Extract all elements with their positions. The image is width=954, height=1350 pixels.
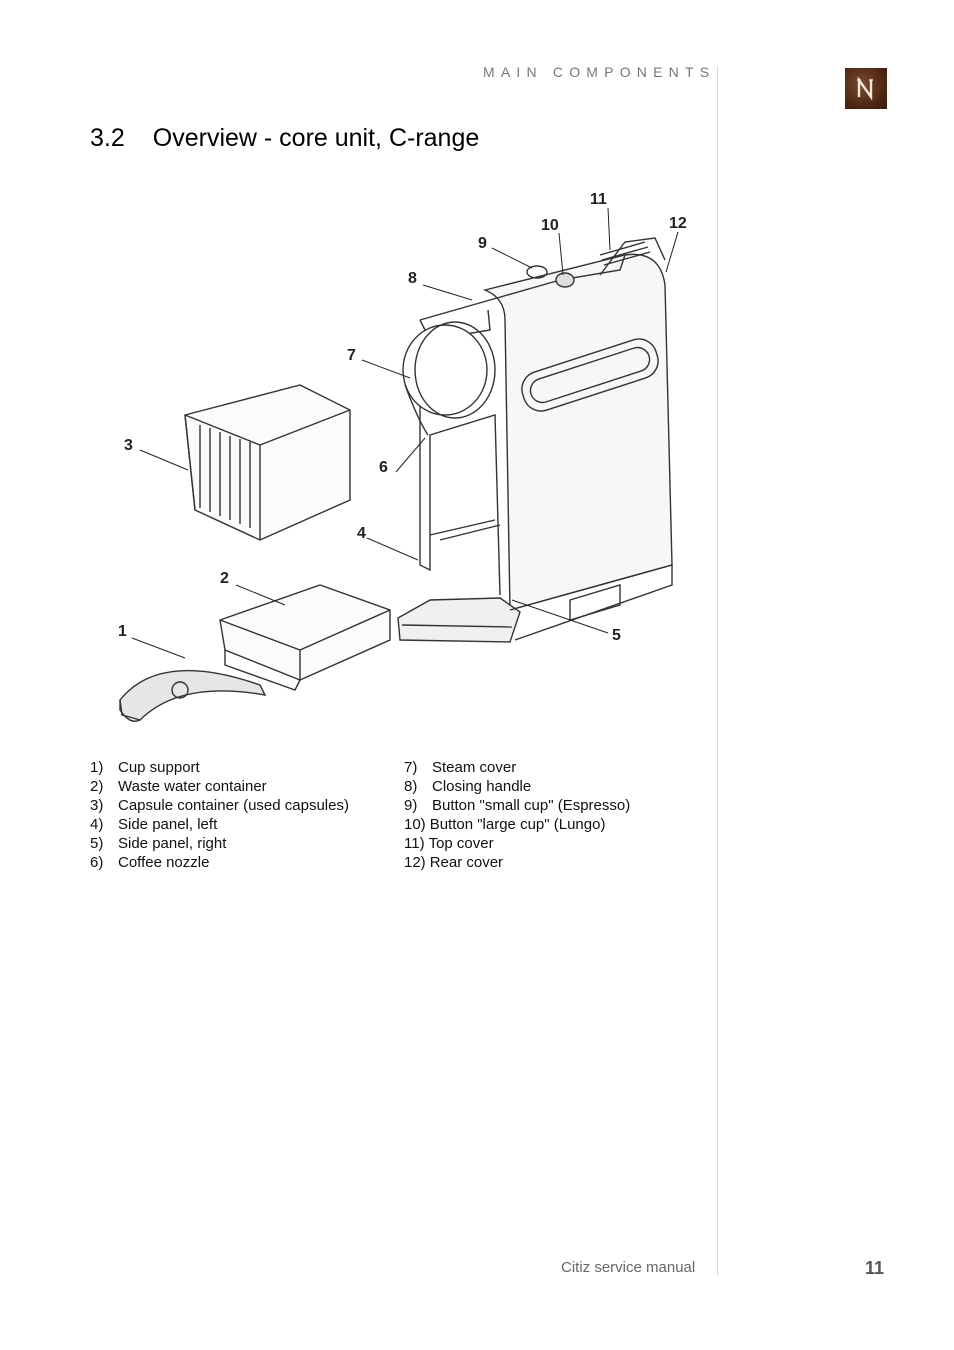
machine-body bbox=[397, 237, 673, 643]
callout-1: 1 bbox=[118, 623, 127, 640]
waste-water-container bbox=[219, 584, 391, 691]
legend-label: Coffee nozzle bbox=[118, 854, 210, 871]
callout-8: 8 bbox=[408, 270, 417, 287]
capsule-container bbox=[184, 384, 351, 541]
callout-3: 3 bbox=[124, 437, 133, 454]
legend-number: 7) bbox=[404, 759, 418, 776]
legend-number: 5) bbox=[90, 835, 104, 852]
page-title: 3.2 Overview - core unit, C-range bbox=[90, 124, 479, 153]
legend-label: Side panel, right bbox=[118, 835, 227, 852]
title-text: Overview - core unit, C-range bbox=[152, 124, 480, 152]
legend-number: 1) bbox=[90, 759, 104, 776]
vertical-divider bbox=[717, 66, 718, 1276]
callout-9: 9 bbox=[478, 235, 487, 252]
legend-number: 10) bbox=[404, 816, 426, 833]
legend-right-column: 7) Steam cover 8) Closing handle 9) Button … bbox=[404, 758, 630, 872]
page-number: 11 bbox=[865, 1258, 885, 1278]
nespresso-logo-icon bbox=[845, 68, 887, 109]
callout-5: 5 bbox=[612, 627, 621, 644]
list-item: 12)Rear cover bbox=[404, 853, 630, 872]
legend-label: Button "small cup" (Espresso) bbox=[432, 797, 631, 814]
exploded-view-diagram: 1 2 3 4 5 6 7 8 9 10 11 12 bbox=[100, 180, 710, 740]
leader-lines bbox=[131, 207, 679, 659]
legend-number: 11) bbox=[404, 835, 425, 852]
list-item: 8) Closing handle bbox=[404, 777, 630, 796]
legend-number: 2) bbox=[90, 778, 104, 795]
legend-number: 12) bbox=[404, 854, 426, 871]
legend-left-column: 1) Cup support 2) Waste water container 3)… bbox=[90, 758, 349, 872]
legend-label: Closing handle bbox=[432, 778, 532, 795]
legend-number: 8) bbox=[404, 778, 418, 795]
legend-label: Capsule container (used capsules) bbox=[118, 797, 349, 814]
legend-label: Button "large cup" (Lungo) bbox=[429, 816, 606, 833]
list-item: 6) Coffee nozzle bbox=[90, 853, 349, 872]
callout-2: 2 bbox=[220, 570, 229, 587]
list-item: 7) Steam cover bbox=[404, 758, 630, 777]
callout-11: 11 bbox=[590, 191, 607, 208]
legend-number: 6) bbox=[90, 854, 104, 871]
list-item: 10)Button "large cup" (Lungo) bbox=[404, 815, 630, 834]
callout-4: 4 bbox=[357, 525, 366, 542]
callout-7: 7 bbox=[347, 347, 356, 364]
legend-label: Cup support bbox=[118, 759, 200, 776]
legend-label: Waste water container bbox=[118, 778, 267, 795]
list-item: 2) Waste water container bbox=[90, 777, 349, 796]
callout-6: 6 bbox=[379, 459, 388, 476]
callout-12: 12 bbox=[669, 215, 687, 232]
section-header: MAIN COMPONENTS bbox=[483, 64, 716, 80]
legend-number: 9) bbox=[404, 797, 418, 814]
legend-number: 3) bbox=[90, 797, 104, 814]
callout-10: 10 bbox=[541, 217, 559, 234]
legend-number: 4) bbox=[90, 816, 104, 833]
cup-support bbox=[119, 669, 267, 722]
list-item: 4) Side panel, left bbox=[90, 815, 349, 834]
legend-label: Steam cover bbox=[432, 759, 517, 776]
list-item: 3) Capsule container (used capsules) bbox=[90, 796, 349, 815]
legend-label: Top cover bbox=[428, 835, 494, 852]
list-item: 9) Button "small cup" (Espresso) bbox=[404, 796, 630, 815]
legend-label: Side panel, left bbox=[118, 816, 218, 833]
list-item: 1) Cup support bbox=[90, 758, 349, 777]
list-item: 5) Side panel, right bbox=[90, 834, 349, 853]
footer-manual-name: Citiz service manual bbox=[561, 1259, 696, 1276]
list-item: 11)Top cover bbox=[404, 834, 630, 853]
legend-label: Rear cover bbox=[429, 854, 504, 871]
title-number: 3.2 bbox=[90, 124, 125, 152]
